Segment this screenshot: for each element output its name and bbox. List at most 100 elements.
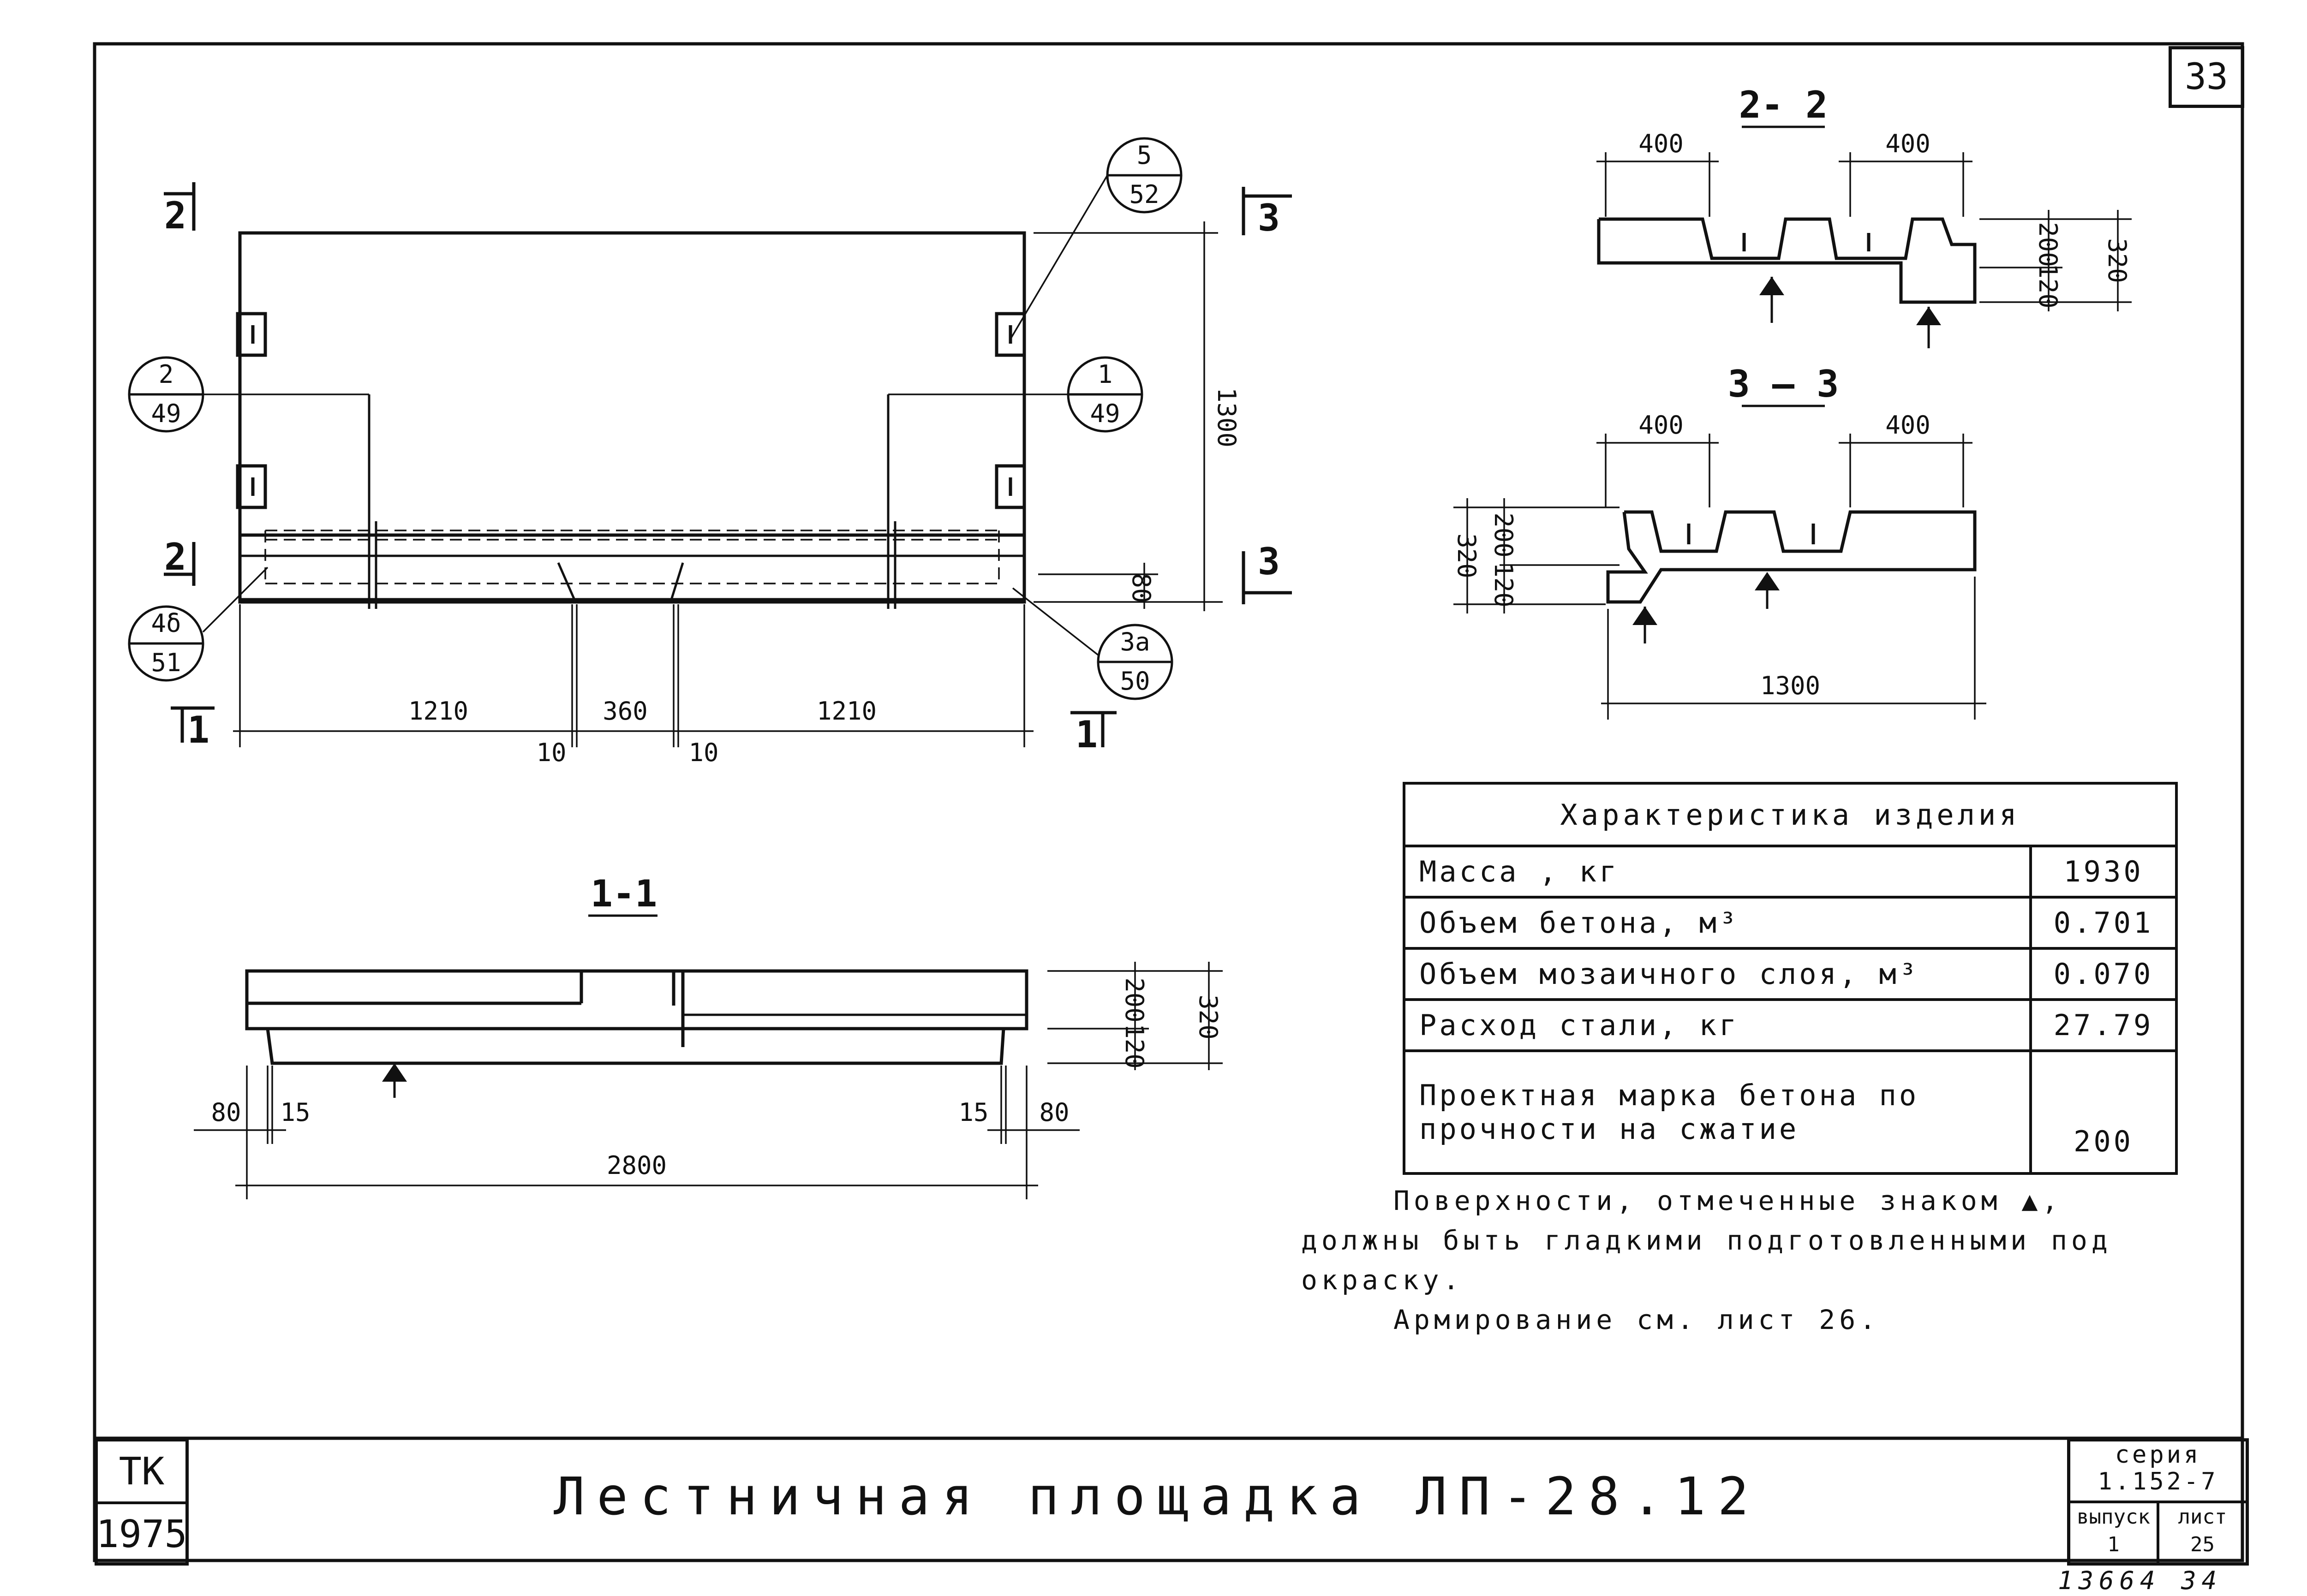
svg-text:400: 400 bbox=[1885, 129, 1930, 158]
svg-text:49: 49 bbox=[151, 399, 181, 428]
title-block-series: серия 1.152-7 выпуск 1 лист 25 bbox=[2067, 1438, 2249, 1566]
svg-text:5: 5 bbox=[1137, 141, 1152, 170]
svg-text:1: 1 bbox=[187, 709, 209, 751]
svg-text:320: 320 bbox=[1194, 995, 1223, 1040]
row-label: Проектная марка бетона по прочности на с… bbox=[1403, 1049, 2032, 1175]
svg-text:80: 80 bbox=[1127, 573, 1156, 603]
issue-cell: выпуск 1 bbox=[2070, 1503, 2157, 1562]
svg-text:1: 1 bbox=[1098, 360, 1113, 389]
section-mark-3-top: 3 bbox=[1242, 187, 1292, 239]
svg-text:2: 2 bbox=[164, 194, 186, 237]
table-row: Расход стали, кг 27.79 bbox=[1403, 998, 2178, 1052]
svg-text:200: 200 bbox=[1120, 977, 1149, 1023]
section-2-2: 2- 2 400 400 200 120 320 bbox=[1596, 83, 2132, 348]
svg-text:15: 15 bbox=[280, 1098, 310, 1127]
svg-text:320: 320 bbox=[1452, 533, 1481, 578]
section-mark-2-bottom: 2 bbox=[164, 536, 196, 586]
section-mark-1-right: 1 bbox=[1070, 711, 1117, 756]
svg-text:1300: 1300 bbox=[1760, 671, 1820, 700]
svg-text:1: 1 bbox=[1076, 713, 1098, 756]
note-line-2: должны быть гладкими подготовленными под… bbox=[1301, 1225, 2112, 1296]
row-label: Масса , кг bbox=[1403, 845, 2032, 899]
series-label: серия bbox=[2115, 1441, 2201, 1469]
table-row: Масса , кг 1930 bbox=[1403, 845, 2178, 899]
svg-text:120: 120 bbox=[1120, 1024, 1149, 1069]
section-1-1: 1-1 200 120 320 80 15 15 80 bbox=[194, 872, 1223, 1199]
embedded-plate-bl bbox=[236, 464, 267, 509]
embedded-plate-tl bbox=[236, 312, 267, 357]
row-label: Объем мозаичного слоя, м³ bbox=[1403, 947, 2032, 1001]
svg-text:2: 2 bbox=[159, 360, 174, 389]
svg-text:400: 400 bbox=[1638, 411, 1684, 440]
callout-48-51: 4δ 51 bbox=[128, 605, 204, 682]
row-value: 1930 bbox=[2029, 845, 2178, 899]
svg-text:2- 2: 2- 2 bbox=[1739, 83, 1828, 126]
plan-view: 5 52 2 49 1 49 4δ 51 3a 50 2 2 3 bbox=[128, 137, 1292, 767]
svg-text:200: 200 bbox=[1489, 512, 1518, 558]
svg-text:1210: 1210 bbox=[408, 697, 468, 726]
svg-text:50: 50 bbox=[1120, 667, 1150, 696]
svg-text:49: 49 bbox=[1090, 399, 1120, 428]
svg-text:80: 80 bbox=[1039, 1098, 1069, 1127]
svg-text:1210: 1210 bbox=[817, 697, 877, 726]
svg-text:400: 400 bbox=[1885, 411, 1930, 440]
callout-1-49: 1 49 bbox=[1067, 356, 1143, 433]
notes: Поверхности, отмеченные знаком ▲, должны… bbox=[1301, 1181, 2178, 1340]
issue-label: выпуск bbox=[2077, 1505, 2150, 1529]
svg-text:2800: 2800 bbox=[607, 1151, 667, 1180]
drawing-title: Лестничная площадка ЛП-28.12 bbox=[554, 1467, 1761, 1527]
row-label: Расход стали, кг bbox=[1403, 998, 2032, 1052]
svg-text:51: 51 bbox=[151, 648, 181, 677]
svg-text:10: 10 bbox=[688, 738, 718, 767]
callout-2-49: 2 49 bbox=[128, 356, 204, 433]
svg-text:4δ: 4δ bbox=[151, 609, 181, 638]
section-mark-1-left: 1 bbox=[171, 706, 215, 751]
series-value: 1.152-7 bbox=[2098, 1468, 2218, 1495]
callout-3a-50: 3a 50 bbox=[1097, 624, 1173, 700]
section-mark-3-bottom: 3 bbox=[1242, 540, 1292, 604]
svg-text:1-1: 1-1 bbox=[591, 872, 657, 915]
svg-text:3: 3 bbox=[1258, 197, 1280, 239]
svg-text:320: 320 bbox=[2103, 238, 2132, 283]
table-header-row: Характеристика изделия bbox=[1403, 782, 2178, 847]
row-value: 27.79 bbox=[2029, 998, 2178, 1052]
svg-text:360: 360 bbox=[603, 697, 648, 726]
tk-year: 1975 bbox=[96, 1501, 187, 1564]
svg-text:400: 400 bbox=[1638, 129, 1684, 158]
sheet-number: 33 bbox=[2169, 46, 2244, 108]
svg-text:1300: 1300 bbox=[1212, 387, 1241, 447]
svg-text:120: 120 bbox=[1489, 562, 1518, 607]
svg-text:52: 52 bbox=[1129, 180, 1159, 209]
svg-text:80: 80 bbox=[211, 1098, 241, 1127]
table-header: Характеристика изделия bbox=[1403, 782, 2178, 847]
table-row: Объем мозаичного слоя, м³ 0.070 bbox=[1403, 947, 2178, 1001]
sheet-label: лист bbox=[2178, 1505, 2227, 1529]
svg-text:3 – 3: 3 – 3 bbox=[1728, 363, 1839, 405]
callout-5-52: 5 52 bbox=[1106, 137, 1183, 214]
series-cell: серия 1.152-7 bbox=[2070, 1441, 2246, 1503]
svg-text:2: 2 bbox=[164, 536, 186, 578]
sheet-frame bbox=[93, 42, 2244, 1562]
embedded-plate-tr bbox=[995, 312, 1026, 357]
inventory-stamp: 13664 34 bbox=[2058, 1566, 2223, 1595]
svg-text:15: 15 bbox=[958, 1098, 988, 1127]
tk-label: ТК bbox=[119, 1449, 165, 1494]
section-mark-2-top: 2 bbox=[164, 182, 196, 237]
svg-text:200: 200 bbox=[2033, 222, 2062, 267]
table-row: Проектная марка бетона по прочности на с… bbox=[1403, 1049, 2178, 1175]
svg-text:10: 10 bbox=[536, 738, 566, 767]
title-block-tk: ТК 1975 bbox=[95, 1438, 189, 1566]
row-label: Объем бетона, м³ bbox=[1403, 896, 2032, 950]
svg-text:3a: 3a bbox=[1120, 627, 1150, 656]
row-value: 0.070 bbox=[2029, 947, 2178, 1001]
note-line-3: Армирование см. лист 26. bbox=[1393, 1304, 1880, 1335]
row-value: 200 bbox=[2029, 1049, 2178, 1175]
svg-text:120: 120 bbox=[2033, 263, 2062, 309]
table-row: Объем бетона, м³ 0.701 bbox=[1403, 896, 2178, 950]
characteristics-table: Характеристика изделия Масса , кг 1930 О… bbox=[1403, 782, 2178, 1175]
sheet-cell: лист 25 bbox=[2157, 1503, 2246, 1562]
issue-value: 1 bbox=[2107, 1533, 2120, 1556]
sheet-value: 25 bbox=[2190, 1533, 2215, 1556]
